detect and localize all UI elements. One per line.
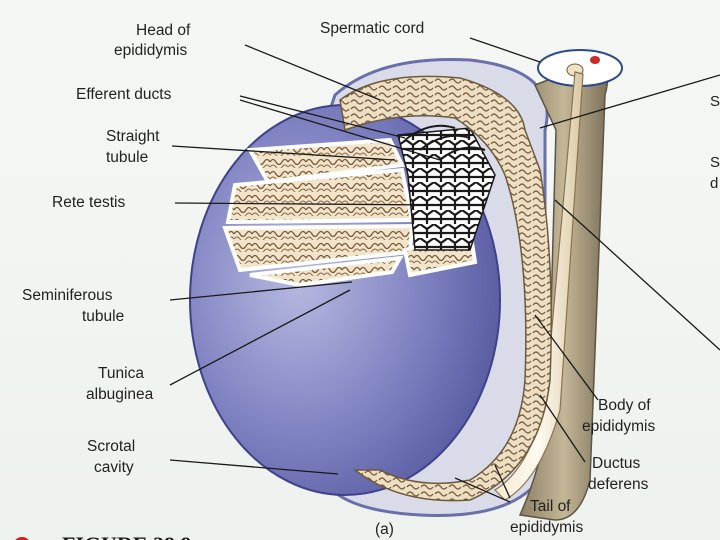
label-cut-right-3: d (710, 175, 718, 192)
label-straight-tubule-1: Straight (106, 128, 160, 145)
labels: Head of epididymis Spermatic cord Effere… (22, 20, 720, 538)
label-seminiferous-tubule-1: Seminiferous (22, 287, 113, 304)
label-head-of-epididymis-2: epididymis (114, 42, 187, 59)
label-rete-testis: Rete testis (52, 194, 125, 211)
label-tail-of-epididymis-2: epididymis (510, 519, 583, 536)
label-body-of-epididymis-2: epididymis (582, 418, 655, 435)
label-tunica-albuginea-1: Tunica (98, 365, 144, 382)
leader-lines (169, 37, 720, 503)
label-ductus-deferens-1: Ductus (592, 455, 640, 472)
cord-vessel (590, 56, 600, 64)
label-tail-of-epididymis-1: Tail of (530, 498, 571, 515)
label-straight-tubule-2: tubule (106, 149, 148, 166)
label-tunica-albuginea-2: albuginea (86, 386, 154, 403)
figure-bullet (15, 537, 29, 540)
label-ductus-deferens-2: deferens (588, 476, 649, 493)
label-cut-right-2: S (710, 154, 720, 171)
label-body-of-epididymis-1: Body of (598, 397, 651, 414)
label-spermatic-cord: Spermatic cord (320, 20, 424, 37)
label-seminiferous-tubule-2: tubule (82, 308, 124, 325)
figure-caption: FIGURE 28.9 (62, 532, 192, 540)
epididymis (339, 75, 552, 502)
label-scrotal-cavity-2: cavity (94, 459, 134, 476)
label-head-of-epididymis-1: Head of (136, 22, 191, 39)
label-scrotal-cavity-1: Scrotal (87, 438, 135, 455)
label-cut-right-1: S (710, 93, 720, 110)
label-efferent-ducts: Efferent ducts (76, 86, 172, 103)
label-panel-a: (a) (375, 521, 394, 538)
lobules (222, 137, 478, 288)
efferent-ducts (404, 124, 486, 161)
